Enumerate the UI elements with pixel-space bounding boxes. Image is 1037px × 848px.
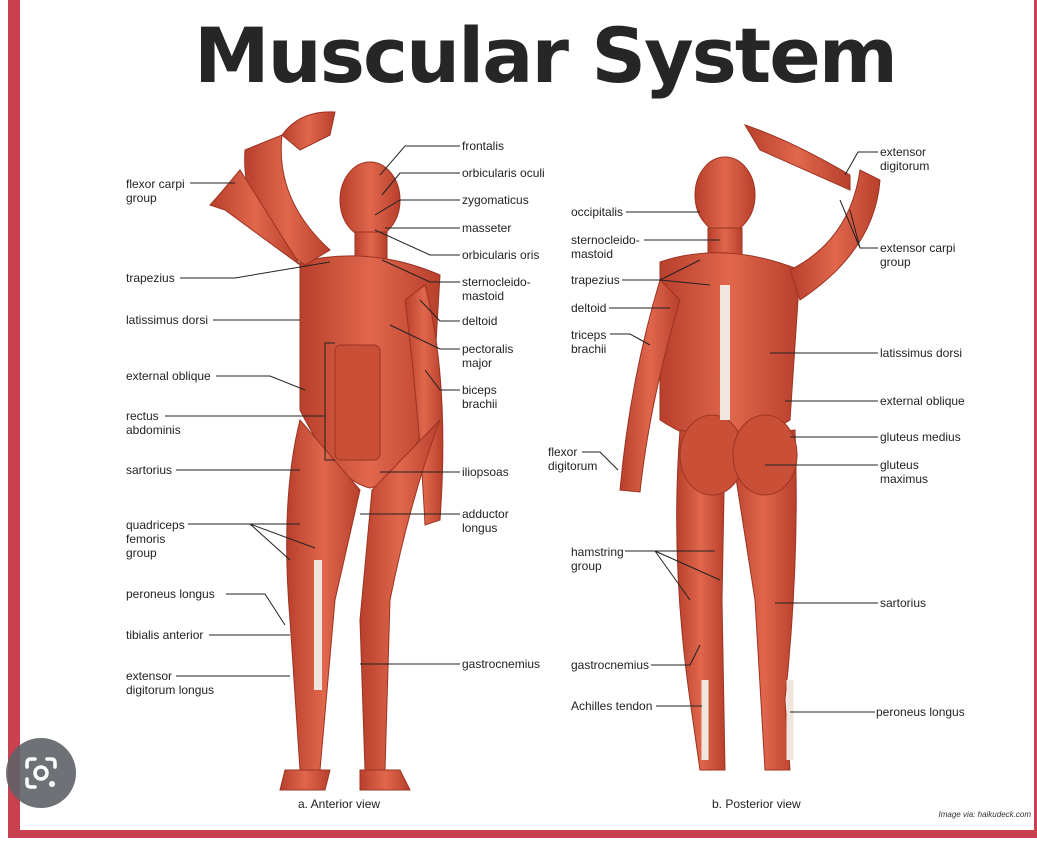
label-trapezius-anterior: trapezius (126, 271, 175, 285)
label-peroneus-longus-posterior: peroneus longus (876, 705, 965, 719)
line-orbicularis-oculi (381, 172, 460, 196)
image-credit: Image via: haikudeck.com (938, 810, 1032, 819)
line-biceps (424, 369, 460, 391)
line-pectoralis (389, 324, 460, 350)
leader-lines (165, 145, 878, 713)
lens-search-button[interactable] (6, 738, 76, 808)
label-trapezius-posterior: trapezius (571, 273, 620, 287)
line-triceps (610, 333, 651, 346)
label-external-oblique-posterior: external oblique (880, 394, 965, 408)
label-tibialis-anterior: tibialis anterior (126, 628, 204, 642)
line-orbicularis-oris (374, 229, 460, 256)
anterior-left-foot (279, 769, 331, 791)
left-border (8, 0, 20, 836)
label-masseter: masseter (462, 221, 512, 235)
posterior-hand-raised (743, 124, 851, 191)
line-trapezius-a (180, 261, 331, 279)
posterior-raised-arm (789, 169, 881, 301)
page-title: Muscular System (194, 11, 898, 100)
anterior-forearm (209, 169, 301, 266)
label-orbicularis-oculi: orbicularis oculi (462, 166, 545, 180)
line-zygomaticus (374, 199, 460, 216)
anterior-abdominals (334, 344, 381, 461)
label-gluteus-medius: gluteus medius (880, 430, 961, 444)
label-adductor-longus: adductor longus (462, 507, 509, 535)
anterior-right-arm (404, 284, 444, 526)
label-biceps-brachii: biceps brachii (462, 383, 498, 411)
lens-camera-icon (25, 757, 57, 789)
label-gastrocnemius-anterior: gastrocnemius (462, 657, 541, 671)
label-flexor-digitorum: flexor digitorum (548, 445, 598, 473)
label-triceps-brachii: triceps brachii (571, 328, 607, 356)
label-occipitalis: occipitalis (571, 205, 624, 219)
label-extensor-digitorum-longus: extensor digitorum longus (126, 669, 215, 697)
line-trapezius-p (622, 259, 711, 286)
posterior-right-glute (732, 414, 798, 496)
line-extensor-digitorum (844, 151, 878, 176)
posterior-head (694, 156, 756, 234)
label-peroneus-longus-anterior: peroneus longus (126, 587, 215, 601)
anterior-figure (209, 111, 444, 791)
label-sternocleidomastoid-posterior: sternocleido- mastoid (571, 233, 640, 261)
label-hamstring-group: hamstring group (571, 545, 624, 573)
label-flexor-carpi-group: flexor carpi group (126, 177, 185, 205)
line-quadriceps (188, 523, 316, 561)
label-zygomaticus: zygomaticus (462, 193, 529, 207)
label-gastrocnemius-posterior: gastrocnemius (571, 658, 650, 672)
posterior-left-arm (619, 279, 681, 493)
caption-posterior-view: b. Posterior view (712, 797, 801, 811)
label-extensor-digitorum: extensor digitorum (880, 145, 930, 173)
label-orbicularis-oris: orbicularis oris (462, 248, 540, 262)
label-deltoid-posterior: deltoid (571, 301, 607, 315)
anterior-head (339, 161, 401, 239)
line-deltoid (419, 299, 460, 322)
line-hamstring (625, 550, 721, 601)
label-gluteus-maximus: gluteus maximus (880, 458, 929, 486)
label-frontalis: frontalis (462, 139, 505, 153)
line-rectus-lower (324, 416, 335, 461)
label-deltoid-anterior: deltoid (462, 314, 498, 328)
label-sartorius-posterior: sartorius (880, 596, 927, 610)
line-gastrocnemius-p (651, 644, 701, 666)
label-latissimus-dorsi-posterior: latissimus dorsi (880, 346, 963, 360)
label-iliopsoas: iliopsoas (462, 465, 509, 479)
line-extensor-carpi (839, 199, 878, 249)
line-flexor-digitorum (582, 451, 619, 471)
line-frontalis (379, 145, 460, 176)
label-quadriceps-femoris-group: quadriceps femoris group (126, 518, 185, 560)
right-border (1034, 0, 1037, 836)
label-sartorius-anterior: sartorius (126, 463, 173, 477)
label-sternocleidomastoid-anterior: sternocleido- mastoid (462, 275, 531, 303)
anterior-right-foot (359, 769, 411, 791)
anterior-left-leg (286, 418, 361, 771)
posterior-right-leg (729, 429, 797, 771)
label-achilles-tendon: Achilles tendon (571, 699, 653, 713)
label-rectus-abdominis: rectus abdominis (126, 409, 181, 437)
label-pectoralis-major: pectoralis major (462, 342, 514, 370)
anterior-hand-raised (281, 111, 336, 151)
line-rectus (165, 342, 335, 417)
bottom-border (8, 830, 1037, 838)
posterior-left-leg (676, 429, 726, 771)
line-external-oblique-a (216, 375, 306, 391)
line-sternocleidomastoid (381, 259, 460, 283)
label-latissimus-dorsi-anterior: latissimus dorsi (126, 313, 209, 327)
line-peroneus-a (226, 593, 286, 626)
label-extensor-carpi-group: extensor carpi group (880, 241, 956, 269)
posterior-figure (619, 124, 881, 771)
label-external-oblique-anterior: external oblique (126, 369, 211, 383)
caption-anterior-view: a. Anterior view (298, 797, 381, 811)
